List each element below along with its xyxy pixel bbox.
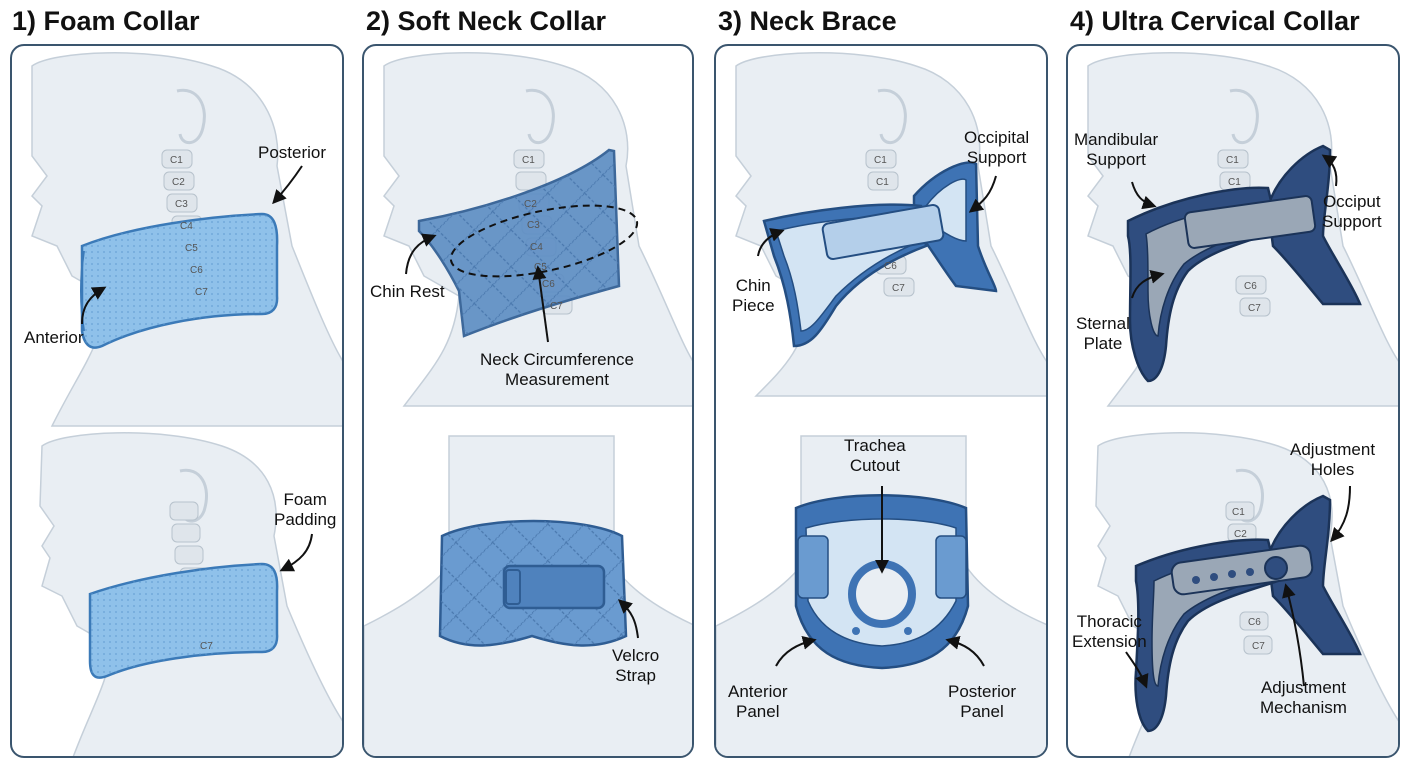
label-posterior-panel: Posterior Panel xyxy=(948,682,1016,722)
label-posterior: Posterior xyxy=(258,143,326,163)
label-adjustment-mechanism: Adjustment Mechanism xyxy=(1260,678,1347,718)
label-anterior-panel: Anterior Panel xyxy=(728,682,788,722)
label-sternal-plate: Sternal Plate xyxy=(1076,314,1130,354)
label-anterior: Anterior xyxy=(24,328,84,348)
column-title-foam-collar: 1) Foam Collar xyxy=(12,6,200,37)
label-foam-padding: Foam Padding xyxy=(274,490,336,530)
label-chin-rest: Chin Rest xyxy=(370,282,445,302)
label-neck-circumference: Neck Circumference Measurement xyxy=(480,350,634,390)
column-title-neck-brace: 3) Neck Brace xyxy=(718,6,897,37)
column-title-soft-neck-collar: 2) Soft Neck Collar xyxy=(366,6,606,37)
label-mandibular-support: Mandibular Support xyxy=(1074,130,1158,170)
panel-foam-collar: C1 C2 C3 C4 C5 C6 C7 C7 Posterior Anteri… xyxy=(10,44,344,758)
label-velcro-strap: Velcro Strap xyxy=(612,646,659,686)
panel-neck-brace: C1 C1 C6 C7 Occipital Support Chin Piece… xyxy=(714,44,1048,758)
label-adjustment-holes: Adjustment Holes xyxy=(1290,440,1375,480)
adjustment-knob xyxy=(1265,557,1287,579)
label-trachea-cutout: Trachea Cutout xyxy=(844,436,906,476)
label-occiput-support: Occiput Support xyxy=(1322,192,1382,232)
label-thoracic-extension: Thoracic Extension xyxy=(1072,612,1147,652)
label-chin-piece: Chin Piece xyxy=(732,276,775,316)
column-title-ultra-cervical-collar: 4) Ultra Cervical Collar xyxy=(1070,6,1360,37)
label-occipital-support: Occipital Support xyxy=(964,128,1029,168)
panel-ultra-cervical-collar: C1 C1 C6 C7 C1 C2 C6 C7 Mandibular Suppo… xyxy=(1066,44,1400,758)
trachea-cutout xyxy=(852,564,912,624)
panel-soft-neck-collar: C1 C2 C3 C4 C5 C6 C7 Chin Rest Neck Circ… xyxy=(362,44,694,758)
